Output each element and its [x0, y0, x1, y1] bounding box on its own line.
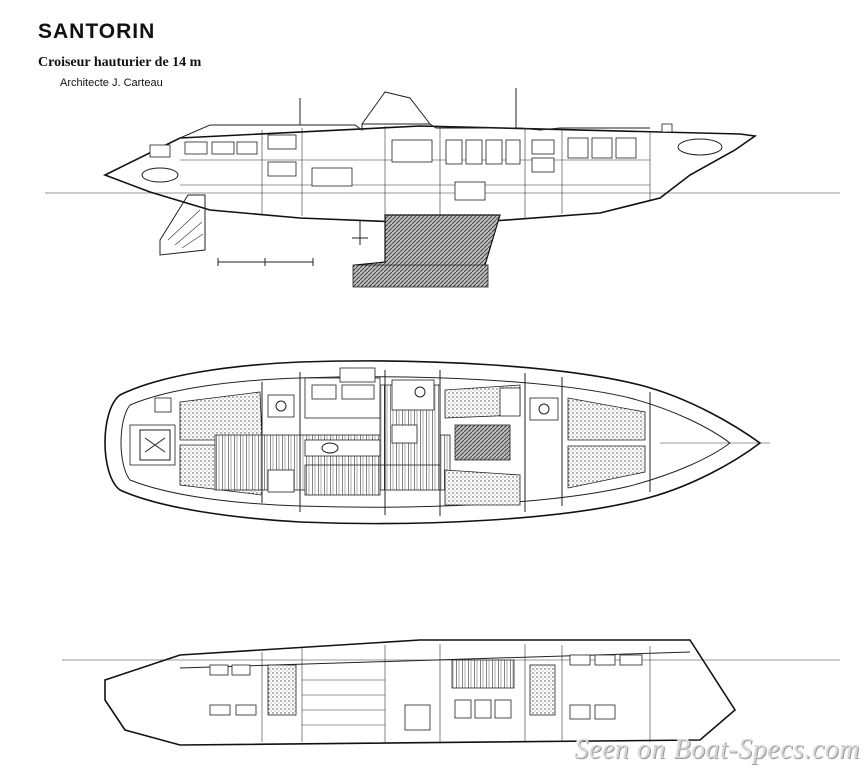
- prop-shaft: [352, 220, 368, 245]
- profile-lockers: [141, 134, 723, 201]
- cockpit-well: [129, 424, 176, 466]
- aft-locker: [154, 397, 172, 413]
- accommodation-plan: [104, 360, 770, 525]
- drawing-title: SANTORIN: [38, 20, 156, 43]
- section-lockers: [209, 654, 643, 731]
- section-sole-lines: [302, 679, 385, 726]
- rudder: [159, 194, 206, 256]
- aft-heads: [267, 394, 295, 418]
- saloon-settee-starboard: [444, 469, 521, 506]
- vberth-starboard: [567, 445, 646, 489]
- saloon-table: [454, 424, 511, 461]
- watermark: Seen on Boat-Specs.com: [574, 734, 860, 765]
- plan-bulkheads: [261, 370, 651, 516]
- section-bulkheads: [261, 644, 651, 742]
- longitudinal-section-view: [62, 639, 840, 746]
- keel-bulb: [352, 264, 489, 288]
- scale-bar: [217, 258, 314, 266]
- deck-fitting: [661, 123, 673, 133]
- forward-heads: [529, 397, 559, 421]
- vberth-port: [567, 397, 646, 441]
- drawing-subtitle: Croiseur hauturier de 14 m: [38, 55, 202, 70]
- section-hull: [104, 639, 737, 746]
- architect-credit: Architecte J. Carteau: [60, 77, 163, 89]
- companion-dome: [361, 91, 431, 125]
- aft-berth-port: [179, 391, 263, 441]
- plan-hull-outline: [104, 360, 762, 525]
- galley-block: [304, 367, 381, 496]
- saloon-locker: [499, 387, 521, 417]
- plan-inner-sheer: [120, 376, 731, 508]
- profile-view: [45, 88, 840, 288]
- aft-wardrobe: [267, 469, 295, 493]
- chart-table: [391, 379, 435, 444]
